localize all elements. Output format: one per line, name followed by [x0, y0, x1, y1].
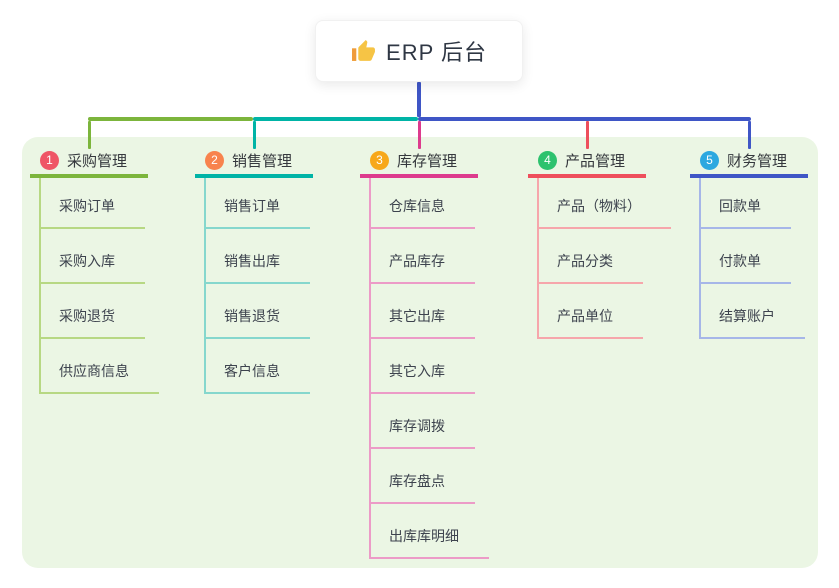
child-node[interactable]: 付款单 [701, 229, 791, 284]
child-node[interactable]: 仓库信息 [371, 178, 475, 229]
child-label: 结算账户 [719, 308, 775, 324]
branch-children: 产品（物料） 产品分类 产品单位 [537, 178, 671, 339]
child-node[interactable]: 库存盘点 [371, 449, 475, 504]
branch-node[interactable]: 2 销售管理 [195, 146, 313, 178]
child-node[interactable]: 结算账户 [701, 284, 805, 339]
connector-line [253, 117, 418, 121]
branch-财务管理: 5 财务管理 回款单 付款单 结算账户 [690, 146, 808, 339]
child-node[interactable]: 产品单位 [539, 284, 643, 339]
branch-number-badge: 3 [370, 150, 389, 170]
child-label: 采购退货 [59, 308, 115, 324]
root-node-label: ERP 后台 [386, 40, 487, 65]
child-node[interactable]: 其它出库 [371, 284, 475, 339]
child-node[interactable]: 销售订单 [206, 178, 310, 229]
child-label: 供应商信息 [59, 363, 129, 379]
branch-label: 产品管理 [565, 152, 626, 170]
root-node[interactable]: ERP 后台 [315, 20, 523, 82]
connector-line [748, 121, 751, 149]
branch-label: 财务管理 [727, 152, 788, 170]
child-label: 出库库明细 [389, 528, 459, 544]
child-label: 付款单 [719, 253, 761, 269]
child-node[interactable]: 采购入库 [41, 229, 145, 284]
branch-销售管理: 2 销售管理 销售订单 销售出库 销售退货 客户信息 [195, 146, 313, 394]
branch-children: 回款单 付款单 结算账户 [699, 178, 808, 339]
branch-产品管理: 4 产品管理 产品（物料） 产品分类 产品单位 [528, 146, 671, 339]
branch-children: 销售订单 销售出库 销售退货 客户信息 [204, 178, 313, 394]
branch-number-badge: 4 [538, 150, 557, 170]
thumbs-up-icon [352, 39, 375, 61]
connector-line [88, 121, 91, 149]
branch-children: 仓库信息 产品库存 其它出库 其它入库 库存调拨 库存盘点 出库库明细 [369, 178, 489, 559]
branch-node[interactable]: 5 财务管理 [690, 146, 808, 178]
child-label: 库存调拨 [389, 418, 445, 434]
connector-line [253, 121, 256, 149]
child-node[interactable]: 库存调拨 [371, 394, 475, 449]
child-label: 采购入库 [59, 253, 115, 269]
branch-number-badge: 5 [700, 150, 719, 170]
child-label: 产品分类 [557, 253, 613, 269]
branch-采购管理: 1 采购管理 采购订单 采购入库 采购退货 供应商信息 [30, 146, 159, 394]
branch-number-badge: 1 [40, 150, 59, 170]
child-label: 仓库信息 [389, 198, 445, 214]
child-node[interactable]: 出库库明细 [371, 504, 489, 559]
child-label: 其它入库 [389, 363, 445, 379]
child-node[interactable]: 采购订单 [41, 178, 145, 229]
root-connector-line [417, 82, 421, 117]
connector-line [418, 117, 751, 121]
child-label: 产品单位 [557, 308, 613, 324]
branch-库存管理: 3 库存管理 仓库信息 产品库存 其它出库 其它入库 库存调拨 库存盘点 出库库… [360, 146, 489, 559]
child-label: 销售出库 [224, 253, 280, 269]
child-node[interactable]: 销售出库 [206, 229, 310, 284]
connector-line [418, 121, 421, 149]
child-node[interactable]: 采购退货 [41, 284, 145, 339]
child-node[interactable]: 产品分类 [539, 229, 643, 284]
child-node[interactable]: 产品（物料） [539, 178, 671, 229]
branch-children: 采购订单 采购入库 采购退货 供应商信息 [39, 178, 159, 394]
child-node[interactable]: 销售退货 [206, 284, 310, 339]
child-label: 销售退货 [224, 308, 280, 324]
child-node[interactable]: 产品库存 [371, 229, 475, 284]
child-label: 客户信息 [224, 363, 280, 379]
child-label: 产品库存 [389, 253, 445, 269]
child-label: 产品（物料） [557, 198, 641, 214]
branch-node[interactable]: 4 产品管理 [528, 146, 646, 178]
child-label: 回款单 [719, 198, 761, 214]
child-label: 采购订单 [59, 198, 115, 214]
connector-line [586, 121, 589, 149]
branch-label: 库存管理 [397, 152, 458, 170]
connector-line [88, 117, 253, 121]
mindmap-background-panel [22, 137, 818, 568]
child-node[interactable]: 供应商信息 [41, 339, 159, 394]
child-node[interactable]: 客户信息 [206, 339, 310, 394]
branch-node[interactable]: 1 采购管理 [30, 146, 148, 178]
child-node[interactable]: 其它入库 [371, 339, 475, 394]
child-label: 其它出库 [389, 308, 445, 324]
branch-label: 采购管理 [67, 152, 128, 170]
child-label: 销售订单 [224, 198, 280, 214]
branch-label: 销售管理 [232, 152, 293, 170]
branch-number-badge: 2 [205, 150, 224, 170]
branch-node[interactable]: 3 库存管理 [360, 146, 478, 178]
child-label: 库存盘点 [389, 473, 445, 489]
child-node[interactable]: 回款单 [701, 178, 791, 229]
